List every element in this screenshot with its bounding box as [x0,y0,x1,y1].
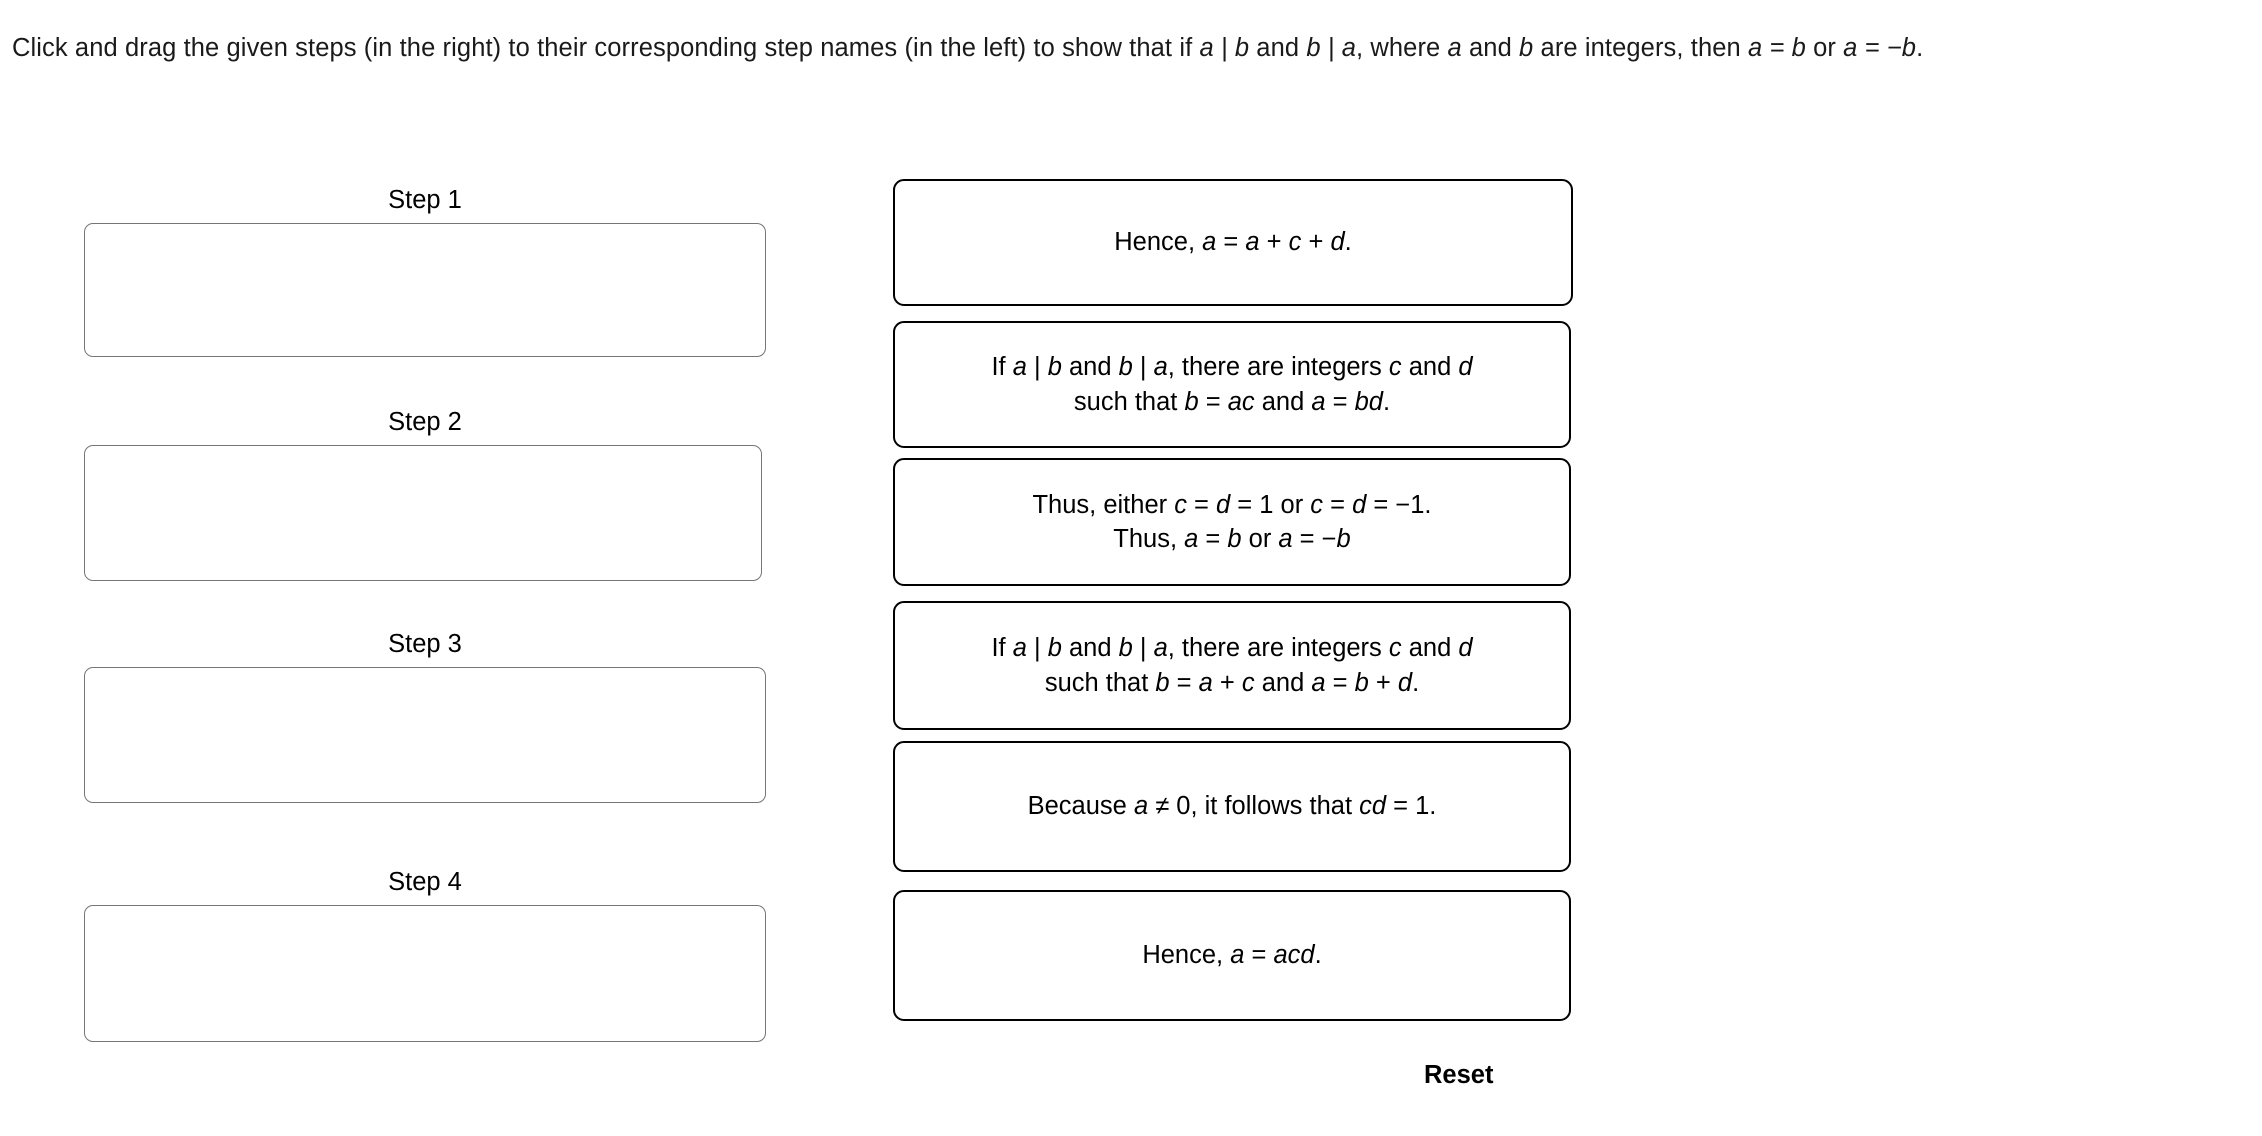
drag-card-6[interactable]: Hence, a = acd. [893,890,1571,1021]
step-drop-zone-4[interactable] [84,905,766,1043]
prompt-text-intro: Click and drag the given steps (in the r… [12,34,1180,62]
prompt-line-1: Click and drag the given steps (in the r… [12,34,1533,62]
step-group-3: Step 3 [84,630,766,804]
step-group-1: Step 1 [84,186,766,358]
prompt-expr-a-eq-neg-b: a = −b [1843,34,1917,62]
step-label-1: Step 1 [388,186,462,214]
prompt-text-integers: are integers, then [1540,34,1748,62]
drag-card-text: Thus, either c = d = 1 or c = d = −1.Thu… [1032,490,1432,553]
prompt-expr-b-divides-a: b | a [1306,34,1357,62]
drag-card-4[interactable]: If a | b and b | a, there are integers c… [893,601,1571,730]
prompt-text-and-2: and [1461,34,1520,62]
step-group-2: Step 2 [84,408,766,582]
drag-card-text: Because a ≠ 0, it follows that cd = 1. [1027,792,1437,821]
step-label-3: Step 3 [388,630,462,658]
step-label-2: Step 2 [388,408,462,436]
drag-card-text: Hence, a = a + c + d. [1114,228,1352,257]
reset-button[interactable]: Reset [1424,1061,1494,1089]
step-group-4: Step 4 [84,868,766,1043]
drag-card-text: Hence, a = acd. [1142,941,1322,970]
prompt-expr-a-eq-b: a = b [1747,34,1806,62]
drag-card-1[interactable]: Hence, a = a + c + d. [893,179,1573,306]
drag-card-text: If a | b and b | a, there are integers c… [991,353,1473,416]
step-drop-zone-1[interactable] [84,223,766,358]
drag-card-3[interactable]: Thus, either c = d = 1 or c = d = −1.Thu… [893,458,1571,586]
prompt-line-2: are integers, then a = b or a = −b. [1541,34,1924,62]
drag-card-5[interactable]: Because a ≠ 0, it follows that cd = 1. [893,741,1571,872]
step-label-4: Step 4 [388,868,462,896]
instruction-prompt: Click and drag the given steps (in the r… [12,30,2012,67]
prompt-text-and: and [1249,34,1307,62]
step-drop-zone-2[interactable] [84,445,762,582]
drag-card-2[interactable]: If a | b and b | a, there are integers c… [893,321,1571,448]
prompt-text-period: . [1916,34,1924,62]
drag-card-text: If a | b and b | a, there are integers c… [991,634,1473,697]
prompt-text-or: or [1805,34,1844,62]
prompt-var-a: a [1447,34,1462,62]
step-drop-zone-3[interactable] [84,667,766,804]
prompt-expr-a-divides-b: a | b [1199,34,1250,62]
prompt-var-b: b [1519,34,1534,62]
prompt-text-if: if [1179,34,1200,62]
prompt-text-where: , where [1356,34,1448,62]
